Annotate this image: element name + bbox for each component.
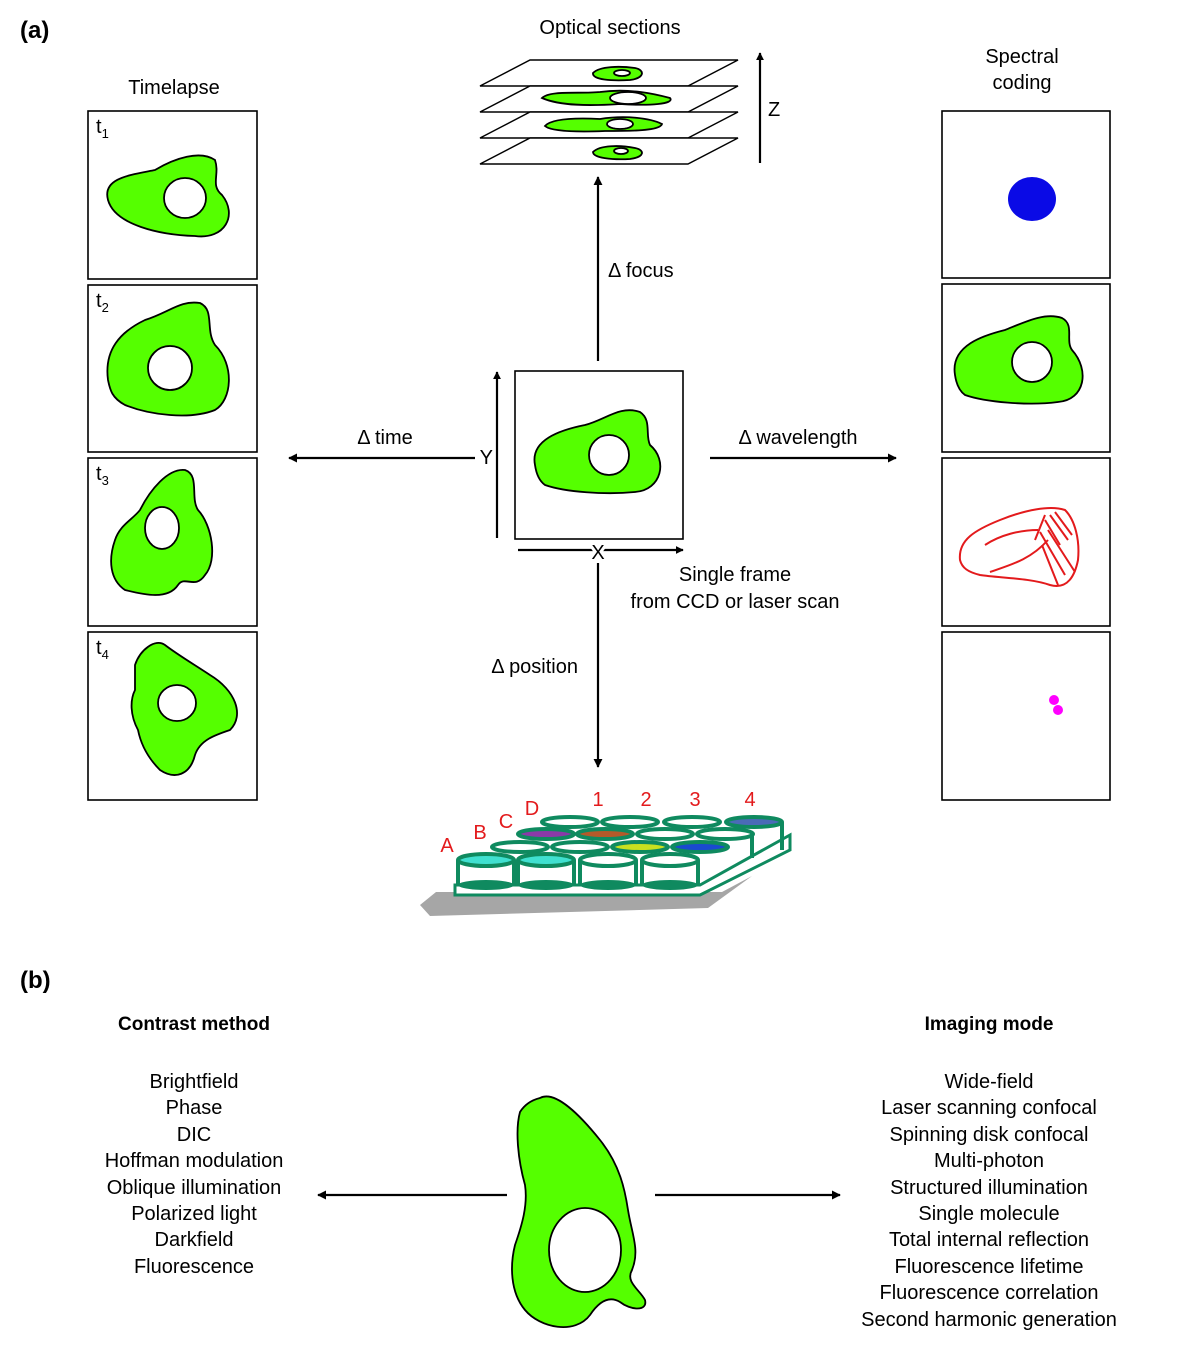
nucleus <box>163 177 207 219</box>
contrast-method-list: Brightfield Phase DIC Hoffman modulation… <box>105 1071 284 1278</box>
single-frame <box>514 370 684 540</box>
nucleus <box>588 434 630 476</box>
x-axis-label: X <box>591 542 604 564</box>
list-item: Laser scanning confocal <box>881 1097 1097 1119</box>
blue-nucleus-stain <box>1008 177 1056 221</box>
plate-row-label: D <box>525 798 539 820</box>
list-item: Second harmonic generation <box>861 1309 1117 1331</box>
list-item: Fluorescence correlation <box>880 1282 1099 1304</box>
time-label: t3 <box>96 463 109 488</box>
timelapse-frame-3: t3 <box>87 457 258 627</box>
list-item: Brightfield <box>150 1071 239 1093</box>
imaging-mode-list: Wide-field Laser scanning confocal Spinn… <box>861 1071 1117 1331</box>
position-label: Δ position <box>491 656 578 678</box>
plate-col-label: 2 <box>640 789 651 811</box>
time-label: t4 <box>96 637 109 662</box>
multiwell-plate: A B C D 1 2 3 4 <box>420 789 792 916</box>
spectral-frame-magenta <box>941 631 1111 801</box>
y-axis-label: Y <box>480 447 493 469</box>
section-plane <box>479 137 739 165</box>
list-item: Single molecule <box>918 1203 1059 1225</box>
single-frame-caption-line2: from CCD or laser scan <box>631 591 840 613</box>
list-item: Phase <box>166 1097 223 1119</box>
list-item: Polarized light <box>131 1203 257 1225</box>
spectral-title-line2: coding <box>993 72 1052 94</box>
section-plane <box>479 85 739 113</box>
nucleus <box>144 506 180 550</box>
plate-row-label: C <box>499 811 513 833</box>
timelapse-frame-2: t2 <box>87 284 258 453</box>
imaging-mode-heading: Imaging mode <box>925 1014 1054 1035</box>
list-item: Oblique illumination <box>107 1177 282 1199</box>
plate-col-label: 4 <box>744 789 755 811</box>
list-item: Structured illumination <box>890 1177 1088 1199</box>
cytoskeleton-outline <box>958 507 1080 587</box>
list-item: Fluorescence <box>134 1256 254 1278</box>
wavelength-label: Δ wavelength <box>739 427 858 449</box>
list-item: Wide-field <box>945 1071 1034 1093</box>
list-item: Hoffman modulation <box>105 1150 284 1172</box>
z-axis-label: Z <box>768 99 780 121</box>
nucleus <box>147 345 193 391</box>
list-item: DIC <box>177 1124 211 1146</box>
list-item: Fluorescence lifetime <box>895 1256 1084 1278</box>
single-frame-caption-line1: Single frame <box>679 564 791 586</box>
list-item: Darkfield <box>155 1229 234 1251</box>
focus-label: Δ focus <box>608 260 674 282</box>
magenta-spot <box>1053 705 1063 715</box>
magenta-spot <box>1049 695 1059 705</box>
list-item: Total internal reflection <box>889 1229 1089 1251</box>
panel-a-label: (a) <box>20 17 49 44</box>
panel-b-label: (b) <box>20 967 51 994</box>
spectral-frame-red <box>941 457 1111 627</box>
spectral-frame-blue <box>941 110 1111 279</box>
time-label: t2 <box>96 290 109 315</box>
nucleus <box>548 1207 622 1293</box>
nucleus <box>157 684 197 722</box>
optical-sections-title: Optical sections <box>539 17 680 39</box>
list-item: Multi-photon <box>934 1150 1044 1172</box>
optical-sections-stack <box>479 59 739 165</box>
list-item: Spinning disk confocal <box>889 1124 1088 1146</box>
plate-row-label: A <box>440 835 454 857</box>
section-plane <box>479 59 739 87</box>
spectral-title-line1: Spectral <box>985 46 1058 68</box>
time-label: Δ time <box>357 427 413 449</box>
timelapse-frame-4: t4 <box>87 631 258 801</box>
plate-col-label: 3 <box>689 789 700 811</box>
plate-row-label: B <box>473 822 486 844</box>
time-label: t1 <box>96 116 109 141</box>
nucleus <box>1011 341 1053 383</box>
timelapse-title: Timelapse <box>128 77 220 99</box>
timelapse-frame-1: t1 <box>87 110 258 280</box>
plate-col-label: 1 <box>592 789 603 811</box>
contrast-method-heading: Contrast method <box>118 1014 270 1035</box>
spectral-frame-green <box>941 283 1111 453</box>
section-plane <box>479 111 739 139</box>
large-cell <box>511 1095 647 1328</box>
